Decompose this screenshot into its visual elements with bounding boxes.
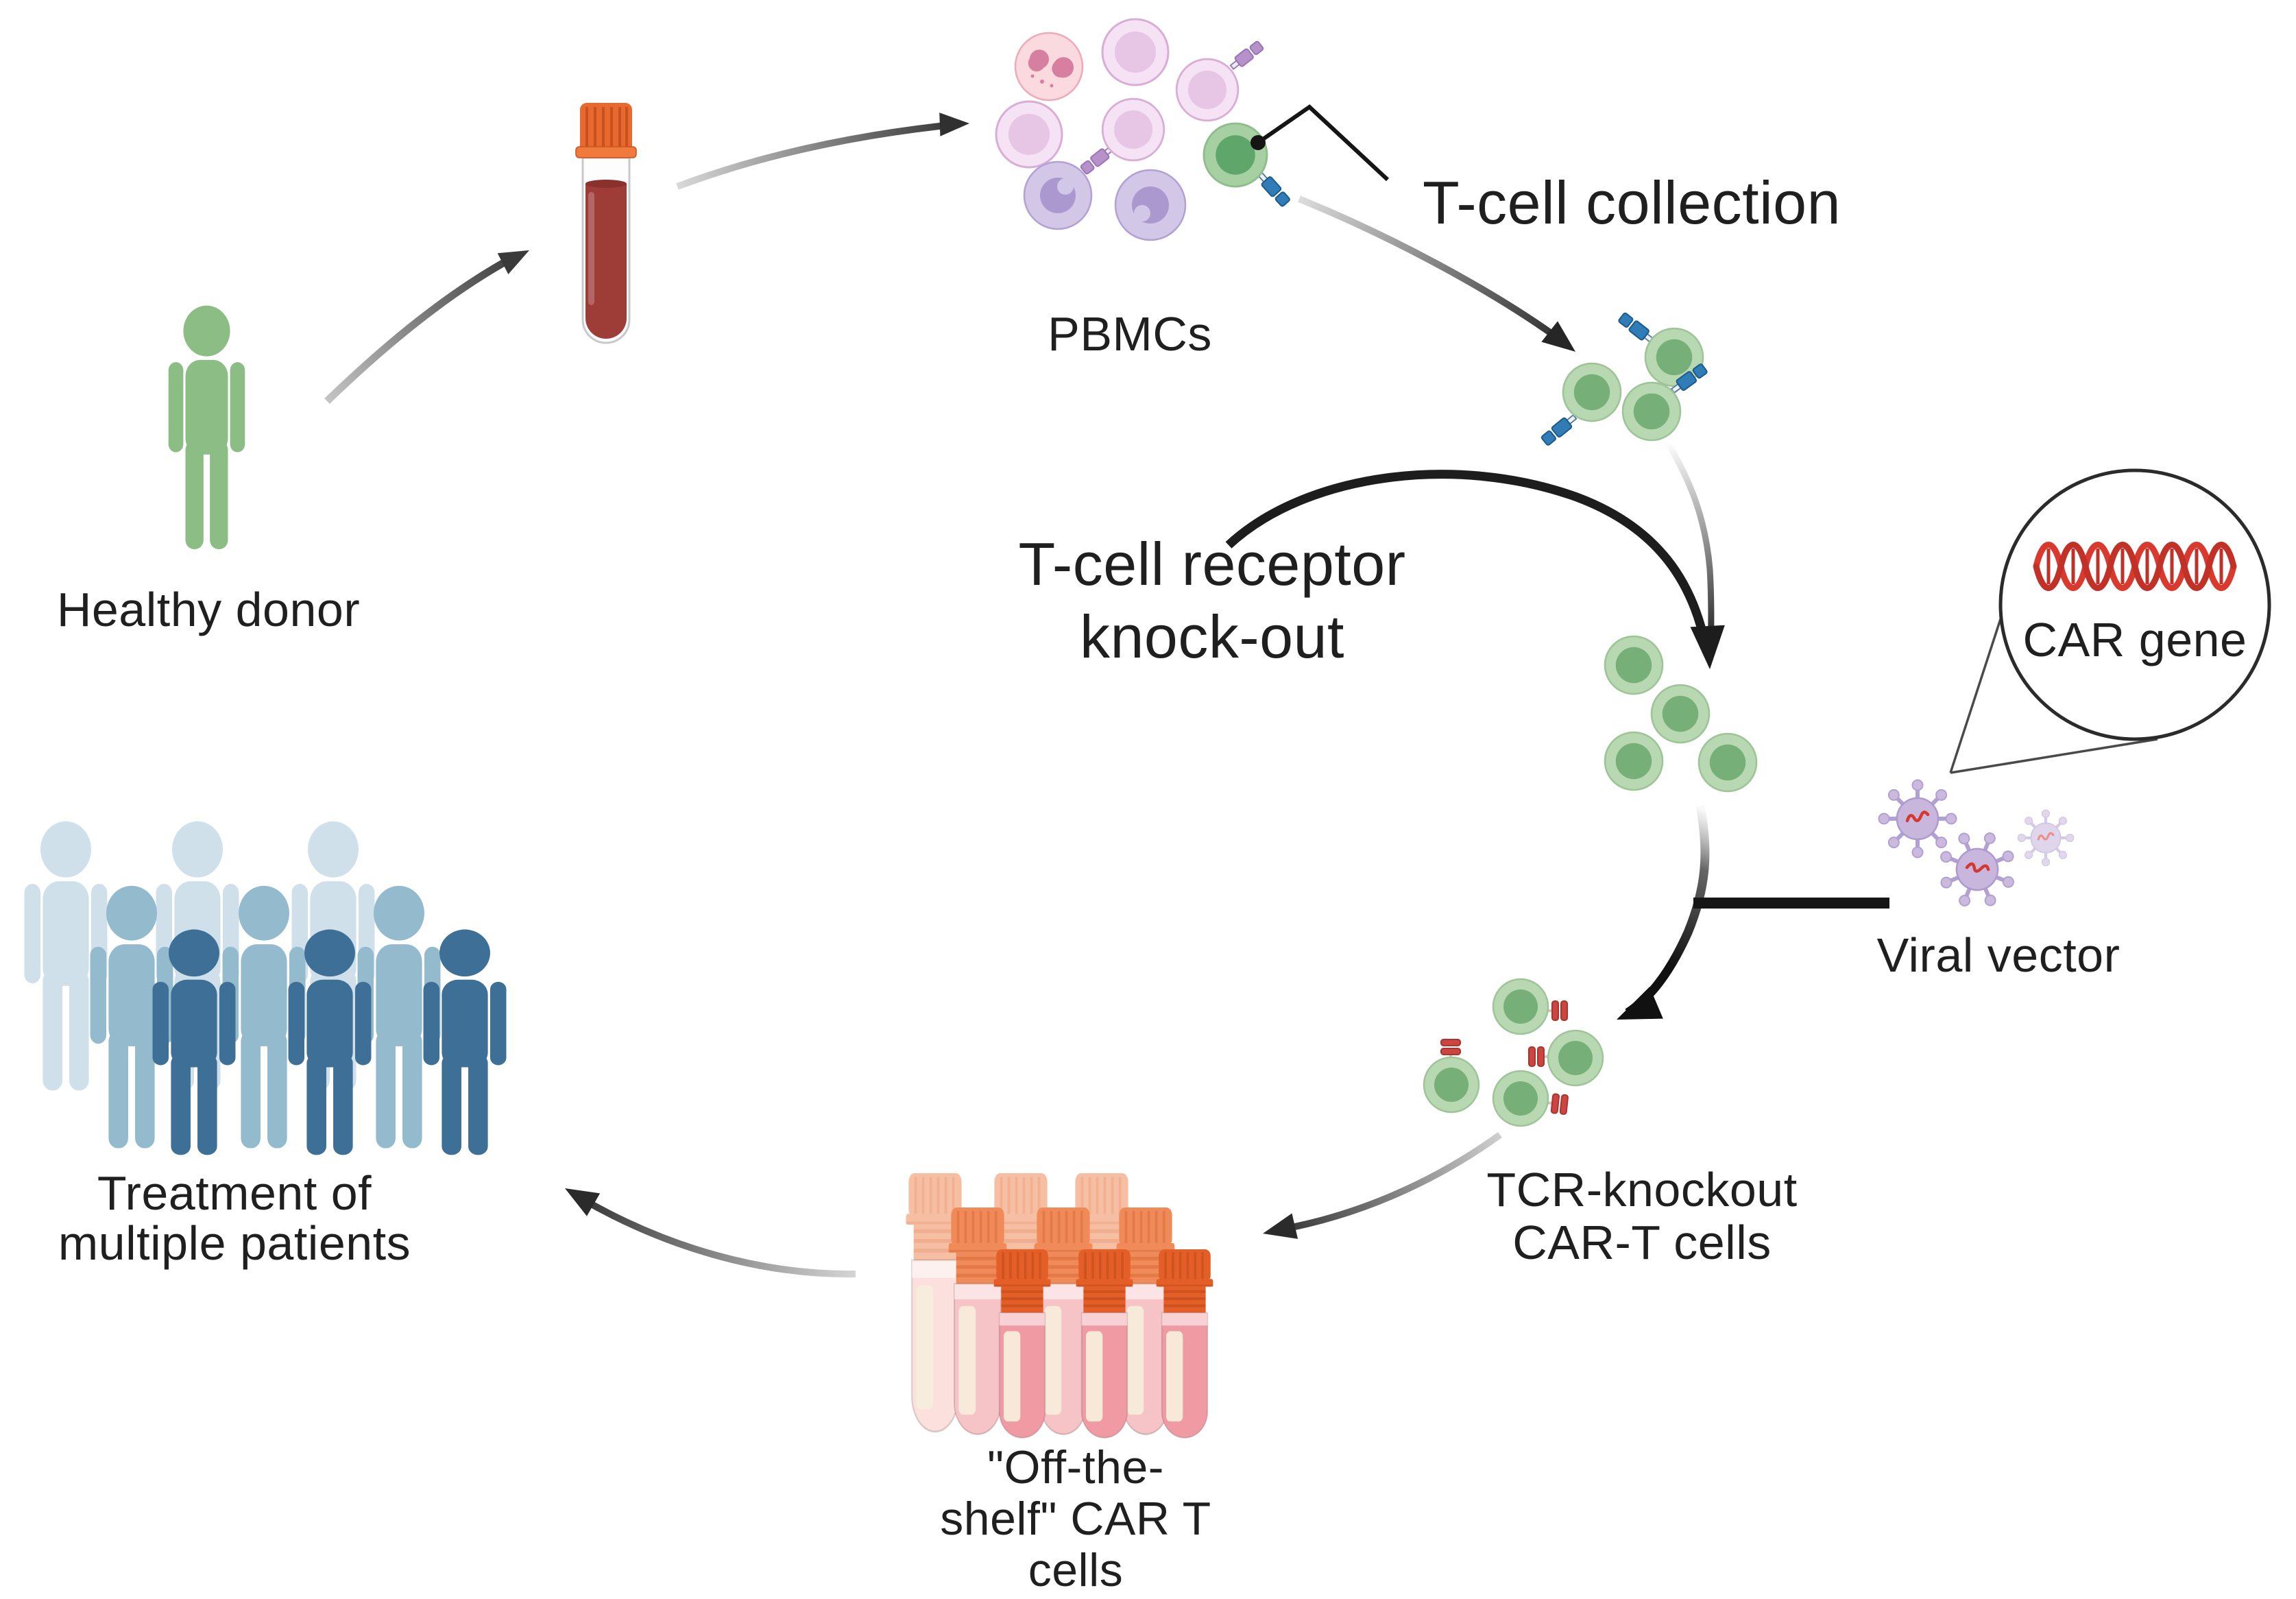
- label-line: cells: [1028, 1544, 1124, 1596]
- arrow-to-car-t-cells: [1610, 804, 1710, 1036]
- car-t-cell-icon: [1492, 978, 1568, 1035]
- label-line: knock-out: [1079, 603, 1345, 671]
- pbmc-cluster: [995, 18, 1292, 241]
- label-line: Treatment of: [97, 1166, 372, 1220]
- car-gene-circle: [1998, 468, 2271, 741]
- healthy-donor-icon: [168, 305, 245, 549]
- label-line: TCR-knockout: [1486, 1163, 1798, 1216]
- t-cell-icon: [1697, 732, 1758, 793]
- patient-crowd: [24, 821, 507, 1155]
- dna-helix-icon: [2033, 542, 2237, 591]
- car-gene-callout: [1949, 468, 2271, 774]
- pbmc-cell-icon: [1101, 18, 1170, 86]
- viral-vector-label: Viral vector: [1876, 928, 2120, 982]
- label-line: multiple patients: [58, 1216, 411, 1270]
- pbmc-monocyte-icon: [1023, 160, 1093, 230]
- vial-icon: [1155, 1249, 1214, 1439]
- pointer-dot: [1250, 135, 1266, 150]
- pbmc-cell-icon: [995, 100, 1063, 169]
- healthy-donor-label: Healthy donor: [56, 583, 361, 636]
- arrow-collection-to-tcells: [1298, 195, 1584, 363]
- arrow-donor-to-tube: [324, 239, 535, 404]
- t-cell-in-pbmc-icon: [1203, 122, 1292, 208]
- t-cell-icon: [1650, 684, 1711, 744]
- treatment-of-multiple-patients-label: Treatment of multiple patients: [22, 1168, 447, 1269]
- vial-rack: [905, 1173, 1214, 1439]
- virus-icon: [1879, 780, 1957, 858]
- car-gene-label: CAR gene: [2022, 613, 2247, 666]
- t-cell-icon: [1540, 362, 1622, 447]
- arrow-vials-to-patients: [558, 1177, 856, 1278]
- t-cell-icon: [1604, 635, 1664, 695]
- pbmc-cell-with-receptor-icon: [1079, 97, 1165, 176]
- car-t-cell-icon: [1423, 1039, 1480, 1114]
- pbmcs-label: PBMCs: [1048, 307, 1212, 361]
- vial-icon: [1075, 1249, 1134, 1439]
- arrow-cart-to-vials: [1259, 1131, 1502, 1247]
- vial-icon: [993, 1249, 1052, 1439]
- t-cell-receptor-knockout-label: T-cell receptor knock-out: [965, 528, 1459, 673]
- blood-tube-icon: [575, 103, 637, 344]
- pbmc-cell-with-receptor-icon: [1175, 39, 1265, 122]
- t-cell-collection-pointer: [1250, 104, 1390, 182]
- viral-vector-cluster: [1879, 780, 2074, 920]
- collected-t-cells: [1540, 311, 1709, 447]
- virus-icon: [1926, 819, 2027, 919]
- knocked-out-t-cells: [1604, 635, 1758, 793]
- arrow-knockout-arc: [1225, 440, 1728, 671]
- car-t-cells: [1423, 978, 1604, 1127]
- car-t-cell-icon: [1528, 1029, 1604, 1087]
- tcr-knockout-car-t-cells-label: TCR-knockout CAR-T cells: [1436, 1164, 1848, 1269]
- label-line: shelf" CAR T: [940, 1493, 1211, 1545]
- virus-icon: [2018, 810, 2073, 865]
- off-the-shelf-car-t-cells-label: "Off-the- shelf" CAR T cells: [870, 1442, 1281, 1596]
- label-line: CAR-T cells: [1512, 1216, 1772, 1269]
- eosinophil-cell-icon: [1014, 32, 1084, 101]
- label-line: T-cell receptor: [1018, 530, 1406, 598]
- t-cell-collection-label: T-cell collection: [1422, 169, 1841, 237]
- label-line: "Off-the-: [987, 1441, 1164, 1493]
- arrow-tube-to-pbmcs: [676, 111, 970, 190]
- vial-icon: [947, 1207, 1008, 1436]
- pbmc-monocyte-icon: [1114, 169, 1187, 241]
- t-cell-icon: [1604, 731, 1664, 791]
